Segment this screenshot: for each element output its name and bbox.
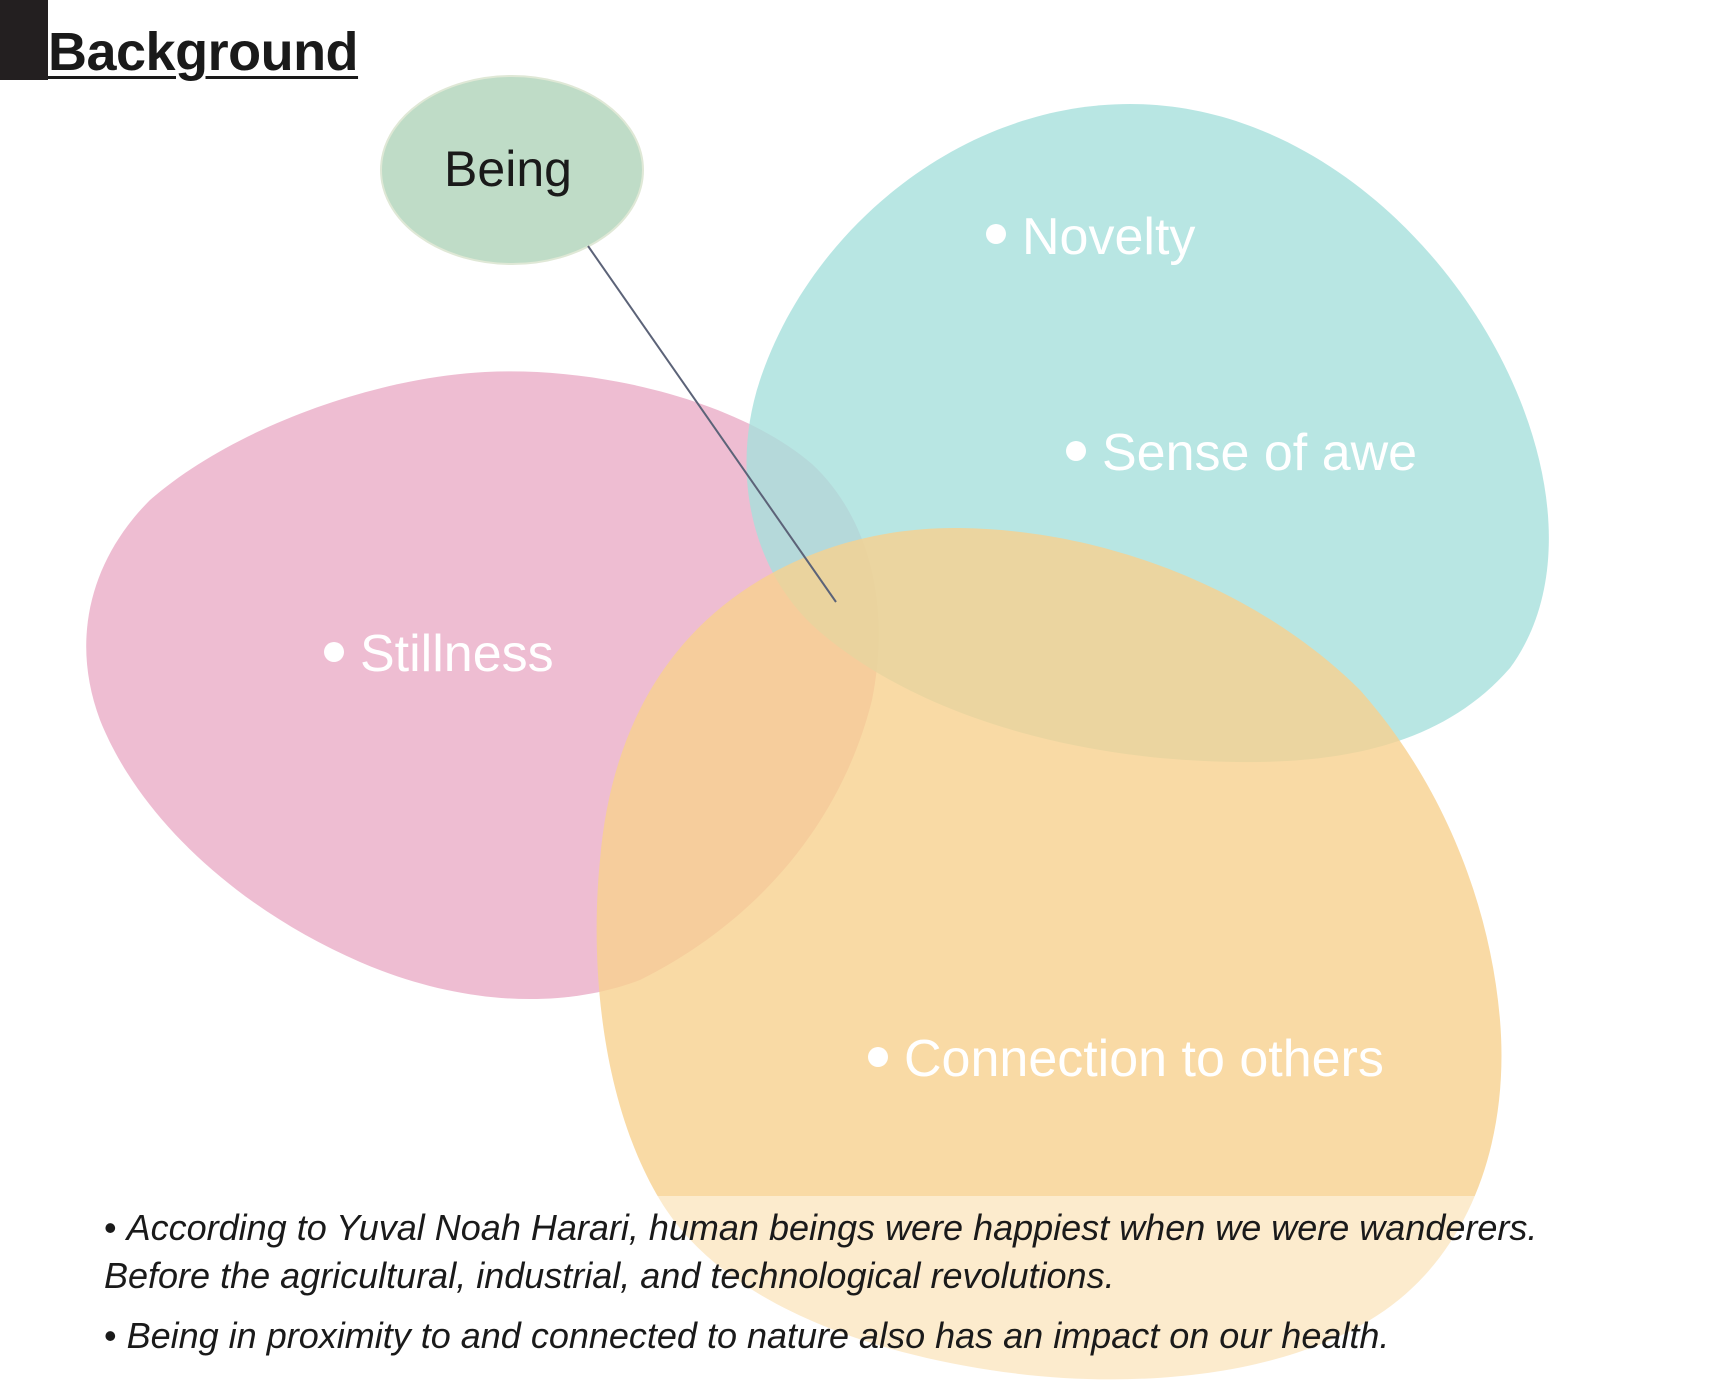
sense-of-awe-label: Sense of awe (1102, 424, 1417, 482)
bullet-dot (868, 1047, 888, 1067)
being-label: Being (444, 141, 572, 197)
title-accent-bar (0, 0, 48, 80)
connection-blob (596, 527, 1502, 1380)
page-title: Background (48, 22, 359, 82)
note-item: According to Yuval Noah Harari, human be… (104, 1204, 1644, 1300)
being-connector-line (587, 245, 837, 603)
novelty-label: Novelty (1022, 208, 1195, 266)
bullet-dot (324, 642, 344, 662)
note-item: Being in proximity to and connected to n… (104, 1312, 1644, 1360)
being-bubble (380, 75, 644, 265)
bullet-dot (986, 224, 1006, 244)
bullet-dot (1066, 441, 1086, 461)
notes-list: According to Yuval Noah Harari, human be… (104, 1204, 1644, 1372)
stillness-label: Stillness (360, 625, 554, 683)
connection-label: Connection to others (904, 1030, 1384, 1088)
